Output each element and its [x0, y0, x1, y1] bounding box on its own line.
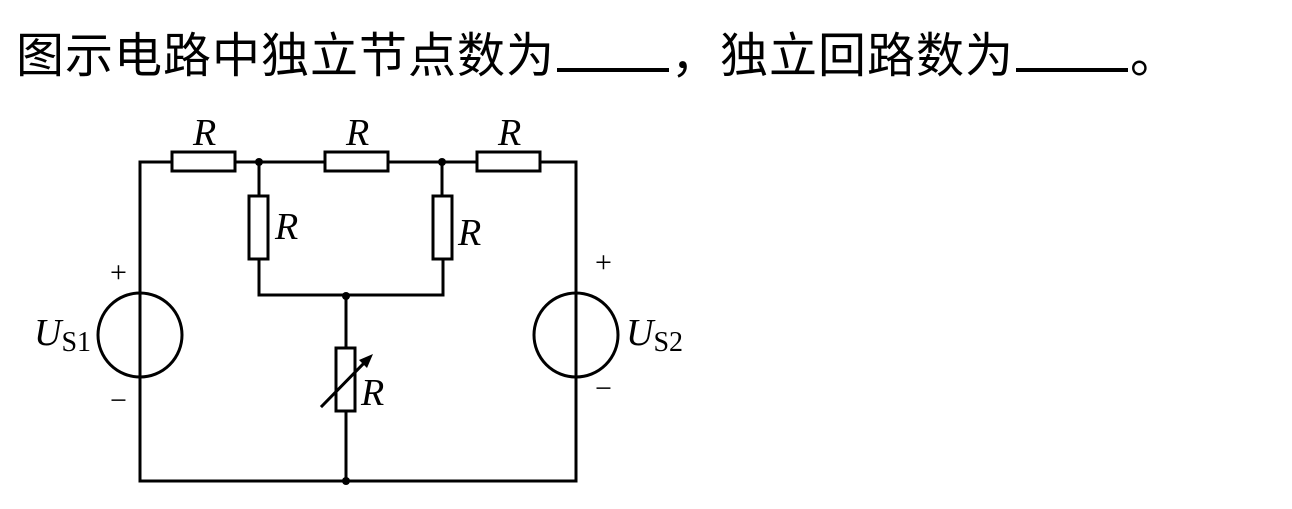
wire-left [138, 160, 174, 295]
label-resistor-variable: R [360, 372, 384, 414]
label-us1: US1 [34, 312, 91, 358]
question-part1: 图示电路中独立节点数为 [16, 28, 556, 84]
wire-middle [257, 257, 445, 297]
label-us2: US2 [626, 312, 683, 358]
label-resistor-vertical-right: R [457, 212, 481, 254]
question-separator: ，独立回路数为 [671, 28, 1015, 84]
label-resistor-top-left: R [192, 112, 216, 154]
question-text: 图示电路中独立节点数为 ，独立回路数为 。 [16, 12, 1179, 94]
resistor-variable [334, 346, 357, 413]
node-bottom [342, 477, 350, 485]
resistor-vertical-left [247, 194, 270, 261]
label-resistor-top-right: R [497, 112, 521, 154]
label-resistor-top-middle: R [345, 112, 369, 154]
us2-plus-sign: + [595, 246, 612, 279]
wires [138, 160, 578, 483]
label-resistor-vertical-left: R [274, 206, 298, 248]
us2-minus-sign: − [595, 372, 612, 405]
resistor-top-left [170, 150, 237, 173]
resistor-top-right [475, 150, 542, 173]
question-end: 。 [1130, 28, 1180, 84]
node-middle [342, 292, 350, 300]
answer-blank-nodes[interactable] [557, 12, 670, 72]
answer-blank-loops[interactable] [1016, 12, 1129, 72]
resistor-top-middle [323, 150, 390, 173]
node-top-left [255, 158, 263, 166]
wire-right [538, 160, 578, 295]
us1-plus-sign: + [110, 256, 127, 289]
resistor-vertical-right [431, 194, 454, 261]
node-top-right [438, 158, 446, 166]
variable-arrow-icon [319, 354, 373, 409]
us1-minus-sign: − [110, 384, 127, 417]
